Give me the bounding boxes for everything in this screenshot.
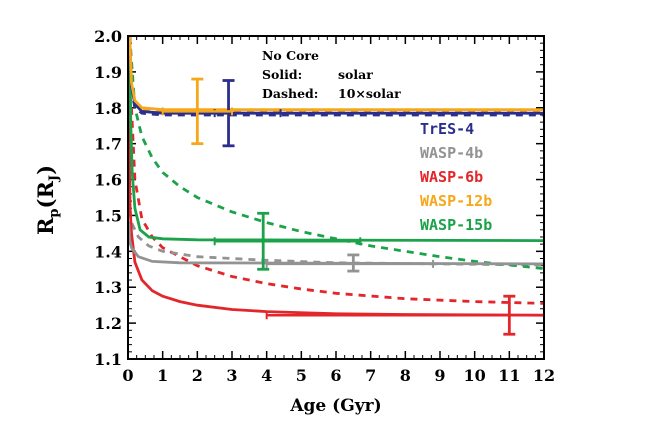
y-tick-label: 1.4: [94, 242, 122, 261]
y-tick-label: 1.5: [94, 206, 122, 225]
errorbar-wasp-15b: [213, 211, 362, 271]
curve-solid-wasp-4b: [128, 222, 544, 266]
x-tick-label: 12: [533, 366, 555, 385]
legend-entry-wasp-15b: WASP-15b: [420, 216, 492, 234]
x-tick-label: 5: [296, 366, 307, 385]
annotation-solid-key: Solid:: [262, 67, 302, 82]
legend-entry-wasp-4b: WASP-4b: [420, 144, 483, 162]
errorbar-wasp-4b: [265, 253, 435, 273]
errorbar-wasp-6b: [265, 294, 544, 336]
legend-entry-tres-4: TrES-4: [420, 120, 474, 138]
observed-errorbars: [161, 77, 544, 336]
y-tick-label: 1.7: [94, 135, 122, 154]
x-tick-label: 10: [464, 366, 486, 385]
y-tick-label: 1.3: [94, 278, 122, 297]
x-tick-label: 11: [498, 366, 520, 385]
svg-text:Rp(RJ): Rp(RJ): [33, 165, 62, 235]
x-tick-label: 0: [122, 366, 133, 385]
x-tick-label: 1: [157, 366, 168, 385]
y-axis-title: Rp(RJ): [33, 165, 62, 235]
x-tick-label: 4: [261, 366, 272, 385]
plot-frame: [127, 35, 545, 360]
x-tick-label: 6: [330, 366, 341, 385]
errorbar-tres-4: [213, 79, 282, 148]
curve-dashed-wasp-12b: [128, 36, 544, 113]
y-tick-label: 1.8: [94, 99, 122, 118]
curve-solid-wasp-6b: [128, 36, 544, 317]
curve-solid-wasp-15b: [128, 36, 544, 242]
annotation-solid-value: solar: [338, 67, 373, 82]
annotation-no-core: No Core: [262, 48, 319, 63]
y-tick-label: 2.0: [94, 27, 122, 46]
errorbar-wasp-12b: [161, 77, 233, 146]
x-axis-title: Age (Gyr): [289, 396, 381, 416]
curve-solid-tres-4: [128, 36, 544, 115]
x-tick-label: 2: [192, 366, 203, 385]
annotation-dashed-key: Dashed:: [262, 86, 318, 101]
y-tick-label: 1.1: [94, 350, 122, 369]
curve-solid-wasp-12b: [128, 36, 544, 111]
x-tick-label: 9: [434, 366, 445, 385]
curve-dashed-wasp-15b: [128, 36, 544, 270]
y-tick-label: 1.2: [94, 314, 122, 333]
x-tick-label: 7: [365, 366, 376, 385]
legend-entry-wasp-12b: WASP-12b: [420, 192, 492, 210]
y-title-paren-sub: J: [47, 175, 62, 182]
y-tick-label: 1.9: [94, 63, 122, 82]
legend-entry-wasp-6b: WASP-6b: [420, 168, 483, 186]
curve-dashed-tres-4: [128, 36, 544, 117]
y-title-main: R: [33, 217, 58, 235]
y-title-paren-open: (R: [33, 181, 58, 209]
curve-dashed-wasp-6b: [130, 107, 544, 305]
y-title-paren-close: ): [33, 165, 58, 175]
x-tick-label: 8: [400, 366, 411, 385]
annotation-dashed-value: 10×solar: [338, 86, 401, 101]
y-title-sub: p: [47, 208, 62, 217]
x-tick-label: 3: [226, 366, 237, 385]
y-tick-label: 1.6: [94, 171, 122, 190]
model-curves: [128, 36, 544, 317]
